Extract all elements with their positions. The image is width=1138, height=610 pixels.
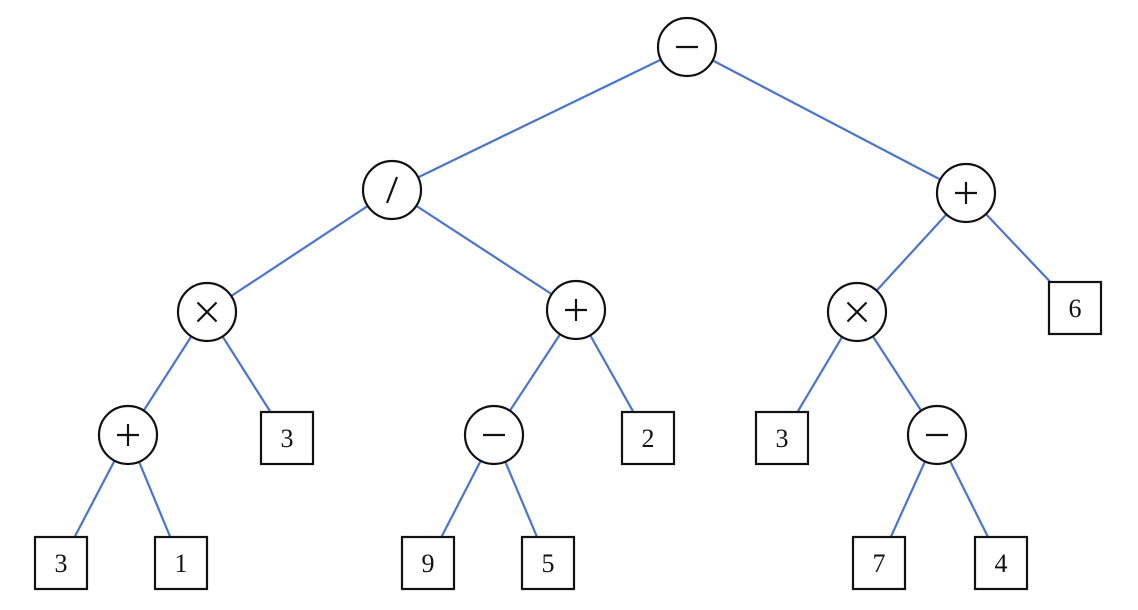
times-icon — [196, 301, 218, 323]
leaf-node: 7 — [851, 535, 907, 591]
operator-node-minus — [656, 16, 718, 78]
leaf-value: 2 — [642, 424, 655, 453]
leaf-value: 6 — [1069, 294, 1082, 323]
operator-node-times — [176, 281, 238, 343]
leaf-value: 7 — [873, 549, 886, 578]
leaf-node: 2 — [620, 410, 676, 466]
operator-node-minus — [463, 404, 525, 466]
tree-edge — [390, 188, 578, 312]
leaf-node: 3 — [33, 535, 89, 591]
operator-node-plus — [935, 162, 997, 224]
operator-node-divide — [361, 159, 423, 221]
plus-icon — [565, 299, 587, 321]
leaf-value: 3 — [281, 424, 294, 453]
tree-edge — [685, 45, 968, 195]
operator-node-plus — [97, 404, 159, 466]
operator-node-plus — [545, 279, 607, 341]
leaf-node: 9 — [400, 535, 456, 591]
leaf-value: 4 — [995, 549, 1008, 578]
leaf-node: 1 — [153, 535, 209, 591]
tree-edge — [205, 188, 394, 314]
divide-icon — [385, 176, 399, 204]
operator-node-minus — [906, 404, 968, 466]
leaf-node: 4 — [973, 535, 1029, 591]
leaf-value: 9 — [422, 549, 435, 578]
tree-edge — [390, 45, 689, 192]
plus-icon — [955, 182, 977, 204]
plus-icon — [117, 424, 139, 446]
leaf-value: 5 — [542, 549, 555, 578]
leaf-value: 1 — [175, 549, 188, 578]
leaf-node: 5 — [520, 535, 576, 591]
leaf-value: 3 — [776, 424, 789, 453]
times-icon — [846, 301, 868, 323]
leaf-node: 6 — [1047, 280, 1103, 336]
operator-node-times — [826, 281, 888, 343]
leaf-node: 3 — [754, 410, 810, 466]
leaf-node: 3 — [259, 410, 315, 466]
leaf-value: 3 — [55, 549, 68, 578]
